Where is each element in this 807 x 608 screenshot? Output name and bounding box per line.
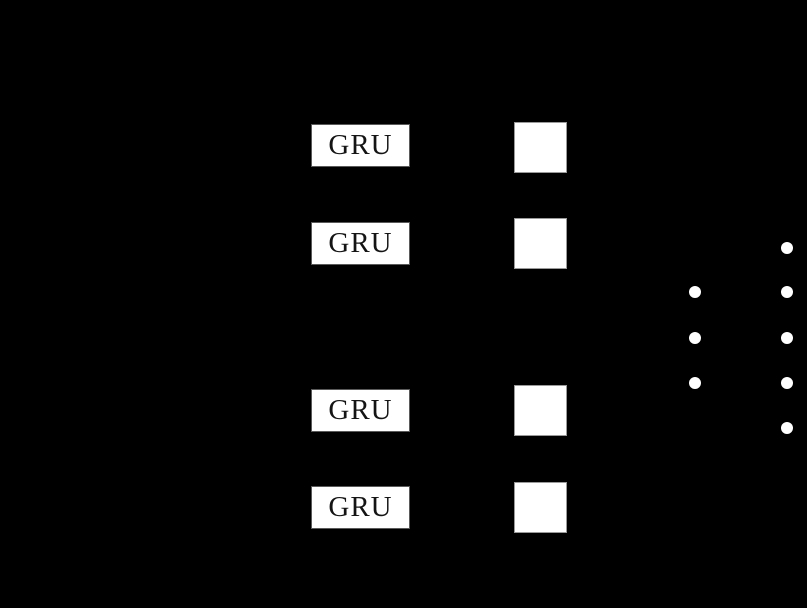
gru-box: GRU [311,124,410,167]
ellipsis-dot [781,286,793,298]
gru-box: GRU [311,486,410,529]
gru-box-label: GRU [328,129,393,161]
hidden-state-square [514,385,567,436]
hidden-state-square [514,122,567,173]
ellipsis-dot [781,332,793,344]
gru-box-label: GRU [328,227,393,259]
ellipsis-dot [689,332,701,344]
ellipsis-dot [781,377,793,389]
hidden-state-square [514,482,567,533]
gru-box-label: GRU [328,394,393,426]
ellipsis-dot [781,422,793,434]
ellipsis-dot [781,242,793,254]
ellipsis-dot [689,377,701,389]
gru-box: GRU [311,222,410,265]
hidden-state-square [514,218,567,269]
ellipsis-dot [689,286,701,298]
gru-box: GRU [311,389,410,432]
gru-box-label: GRU [328,491,393,523]
